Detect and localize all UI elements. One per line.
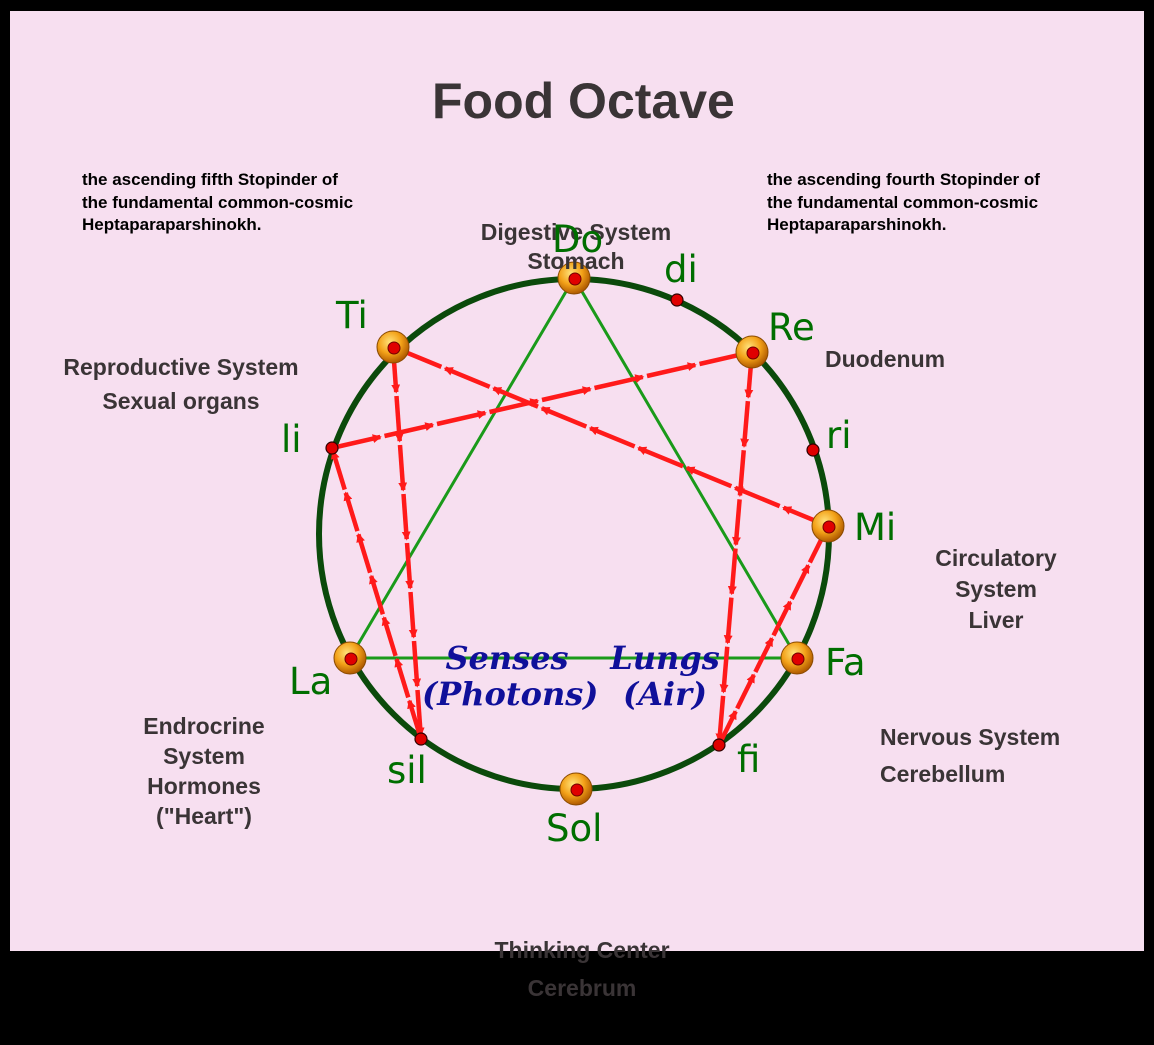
arrow-segment <box>343 491 360 532</box>
arrow-segment <box>415 689 425 737</box>
arrow-segment <box>637 445 684 469</box>
node-ti-dot <box>387 341 401 355</box>
node-la-dot <box>344 652 358 666</box>
node-ri-dot <box>806 443 820 457</box>
note-ti-label: Ti <box>336 294 368 337</box>
note-nodes <box>325 261 845 806</box>
arrow-segment <box>443 366 491 389</box>
arrow-segment <box>397 444 408 492</box>
arrow-segment <box>330 449 347 491</box>
arrow-paths <box>330 346 829 747</box>
arrow-segment <box>408 591 418 639</box>
arrow-segment <box>492 386 539 409</box>
note-la-label: La <box>289 660 333 703</box>
note-fa-label: Fa <box>825 641 866 684</box>
lungs-label: Lungs(Air) <box>610 639 720 713</box>
arrow-segment <box>541 386 592 403</box>
arrow-segment <box>588 426 636 449</box>
arrow-segment <box>394 657 411 699</box>
arrow-segment <box>715 695 726 743</box>
node-sil-dot <box>414 732 428 746</box>
arrow-segment <box>735 673 756 710</box>
page-title: Food Octave <box>432 73 735 129</box>
node-sol-dot <box>570 783 584 797</box>
note-re-label: Re <box>768 306 815 349</box>
note-do-label: Do <box>552 218 604 261</box>
arrow-segment <box>789 564 811 601</box>
arrow-segment <box>540 406 588 429</box>
node-re-dot <box>746 346 760 360</box>
note-sol-label: Sol <box>546 807 603 850</box>
node-mi-dot <box>822 520 836 534</box>
note-di-label: di <box>664 248 698 291</box>
node-fi-dot <box>712 738 726 752</box>
arrow-segment <box>369 574 386 615</box>
node-li-dot <box>325 441 339 455</box>
arrow-segment <box>436 410 487 427</box>
arrow-segment <box>331 434 382 451</box>
arrow-segment <box>719 646 730 694</box>
note-li-label: li <box>281 418 302 461</box>
arrow-segment <box>723 597 734 645</box>
enneagram-diagram <box>316 261 845 806</box>
note-mi-label: Mi <box>854 506 897 549</box>
arrow-segment <box>740 400 751 448</box>
arrow-segment <box>381 616 398 657</box>
arrow-segment <box>593 374 645 391</box>
arrow-segment <box>731 499 742 547</box>
arrow-segment <box>753 637 775 674</box>
arrow-segment <box>356 533 373 574</box>
note-fi-label: fi <box>737 738 761 781</box>
arrow-segment <box>407 699 424 740</box>
arrow-segment <box>646 362 697 379</box>
senses-label: Senses(Photons) <box>422 639 599 713</box>
arrow-segment <box>411 640 422 688</box>
arrow-segment <box>685 465 733 489</box>
arrow-segment <box>383 422 435 439</box>
arrow-segment <box>401 493 411 541</box>
node-di-dot <box>670 293 684 307</box>
label-re-system: Duodenum <box>825 346 946 372</box>
arrow-segment <box>733 485 781 509</box>
note-ri-label: ri <box>826 414 852 457</box>
arrow-segment <box>404 542 415 590</box>
node-fa-dot <box>791 652 805 666</box>
arrow-segment <box>771 600 793 637</box>
node-do-dot <box>568 272 582 286</box>
note-sil-label: sil <box>387 749 427 792</box>
arrow-segment <box>727 548 738 596</box>
